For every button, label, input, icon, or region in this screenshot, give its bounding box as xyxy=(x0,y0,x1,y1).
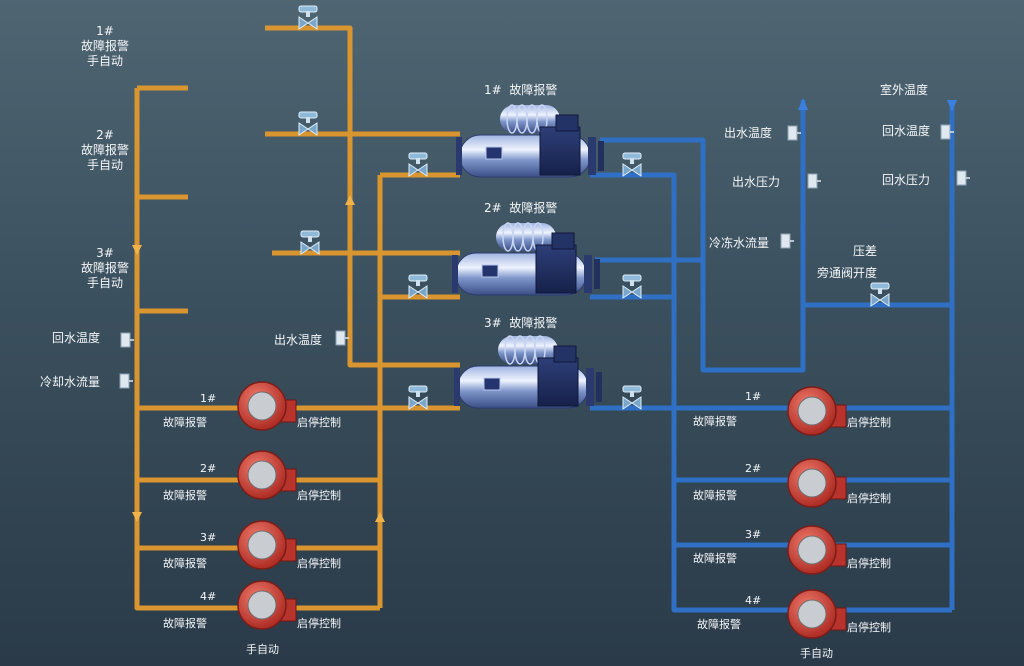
valve-icon xyxy=(622,385,642,410)
manual-auto-label: 手自动 xyxy=(86,276,123,290)
valve-icon xyxy=(408,274,428,299)
valve-icon xyxy=(408,385,428,410)
cooling-pump-4-control: 启停控制 xyxy=(297,617,341,630)
left-return-temp-label: 回水温度 xyxy=(52,331,101,345)
fault-alarm-label: 故障报警 xyxy=(80,39,129,53)
valve-icon xyxy=(298,5,318,30)
sensors xyxy=(119,124,970,389)
left-section-3: 3# 故障报警 手自动 xyxy=(78,246,132,291)
outdoor-temp-label: 室外温度 xyxy=(880,83,929,97)
cooling-pump-4-number: 4# xyxy=(200,590,217,603)
sensor-icon xyxy=(940,124,954,140)
valve-icon xyxy=(870,282,890,307)
chiller-3-label: 3# 故障报警 xyxy=(484,316,557,331)
cooling-pump-2-number: 2# xyxy=(200,462,217,475)
left-manual-auto-label: 手自动 xyxy=(246,643,279,656)
chilled-pumps xyxy=(787,386,847,639)
chiller-alarm: 故障报警 xyxy=(509,201,558,215)
pump-icon xyxy=(787,458,847,508)
chilled-pump-3-alarm: 故障报警 xyxy=(693,552,737,565)
valve-icon xyxy=(622,274,642,299)
cooling-pump-3-alarm: 故障报警 xyxy=(163,557,207,570)
diff-pressure-label: 压差 xyxy=(853,244,878,258)
chiller-unit xyxy=(452,222,600,296)
cooling-pump-1-control: 启停控制 xyxy=(297,416,341,429)
cooling-pump-2-control: 启停控制 xyxy=(297,489,341,502)
right-supply-temp-label: 出水温度 xyxy=(724,126,773,140)
fault-alarm-label: 故障报警 xyxy=(80,261,129,275)
cooling-pump-1-alarm: 故障报警 xyxy=(163,416,207,429)
cooling-pump-3-control: 启停控制 xyxy=(297,557,341,570)
chiller-alarm: 故障报警 xyxy=(509,316,558,330)
left-section-1: 1# 故障报警 手自动 xyxy=(78,24,132,69)
chiller-1-label: 1# 故障报警 xyxy=(484,83,557,98)
right-manual-auto-label: 手自动 xyxy=(800,647,833,660)
sensor-icon xyxy=(119,373,133,389)
chilled-pump-4-number: 4# xyxy=(745,594,762,607)
chiller-number: 1# xyxy=(484,83,502,97)
cooling-flow-label: 冷却水流量 xyxy=(40,375,101,389)
left-section-2: 2# 故障报警 手自动 xyxy=(78,128,132,173)
section-number: 1# xyxy=(96,24,114,38)
chilled-pump-2-number: 2# xyxy=(745,462,762,475)
valves xyxy=(298,5,890,410)
chiller-alarm: 故障报警 xyxy=(509,83,558,97)
supply-pressure-label: 出水压力 xyxy=(732,175,781,189)
chilled-pump-4-control: 启停控制 xyxy=(847,621,891,634)
sensor-icon xyxy=(956,170,970,186)
chilled-flow-label: 冷冻水流量 xyxy=(709,236,770,250)
flow-arrows xyxy=(132,98,957,522)
valve-icon xyxy=(408,152,428,177)
cooling-pumps xyxy=(237,381,297,630)
chiller-unit xyxy=(454,335,602,409)
return-pressure-label: 回水压力 xyxy=(882,173,931,187)
chilled-pump-4-alarm: 故障报警 xyxy=(697,618,741,631)
section-number: 3# xyxy=(96,246,114,260)
chilled-pump-1-number: 1# xyxy=(745,390,762,403)
chiller-2-label: 2# 故障报警 xyxy=(484,201,557,216)
cooling-pump-2-alarm: 故障报警 xyxy=(163,489,207,502)
chiller-unit xyxy=(456,104,604,178)
chilled-pump-3-number: 3# xyxy=(745,528,762,541)
chilled-pump-1-control: 启停控制 xyxy=(847,416,891,429)
sensor-icon xyxy=(780,233,794,249)
chillers xyxy=(452,104,604,409)
pump-icon xyxy=(237,381,297,431)
valve-icon xyxy=(300,230,320,255)
chiller-number: 3# xyxy=(484,316,502,330)
valve-icon xyxy=(622,152,642,177)
chiller-number: 2# xyxy=(484,201,502,215)
chilled-pump-1-alarm: 故障报警 xyxy=(693,415,737,428)
pump-icon xyxy=(237,450,297,500)
chilled-pump-2-control: 启停控制 xyxy=(847,492,891,505)
right-return-temp-label: 回水温度 xyxy=(882,124,931,138)
left-supply-temp-label: 出水温度 xyxy=(274,333,323,347)
cooling-pump-3-number: 3# xyxy=(200,531,217,544)
manual-auto-label: 手自动 xyxy=(86,54,123,68)
sensor-icon xyxy=(787,125,801,141)
fault-alarm-label: 故障报警 xyxy=(80,143,129,157)
manual-auto-label: 手自动 xyxy=(86,158,123,172)
pump-icon xyxy=(787,386,847,436)
valve-icon xyxy=(298,111,318,136)
pump-icon xyxy=(787,525,847,575)
pump-icon xyxy=(787,589,847,639)
chilled-pump-2-alarm: 故障报警 xyxy=(693,489,737,502)
cooling-pump-1-number: 1# xyxy=(200,392,217,405)
bypass-valve-label: 旁通阀开度 xyxy=(817,266,878,280)
cooling-pump-4-alarm: 故障报警 xyxy=(163,617,207,630)
section-number: 2# xyxy=(96,128,114,142)
pump-icon xyxy=(237,580,297,630)
chilled-pump-3-control: 启停控制 xyxy=(847,557,891,570)
sensor-icon xyxy=(807,173,821,189)
sensor-icon xyxy=(335,330,349,346)
pump-icon xyxy=(237,520,297,570)
sensor-icon xyxy=(120,332,134,348)
